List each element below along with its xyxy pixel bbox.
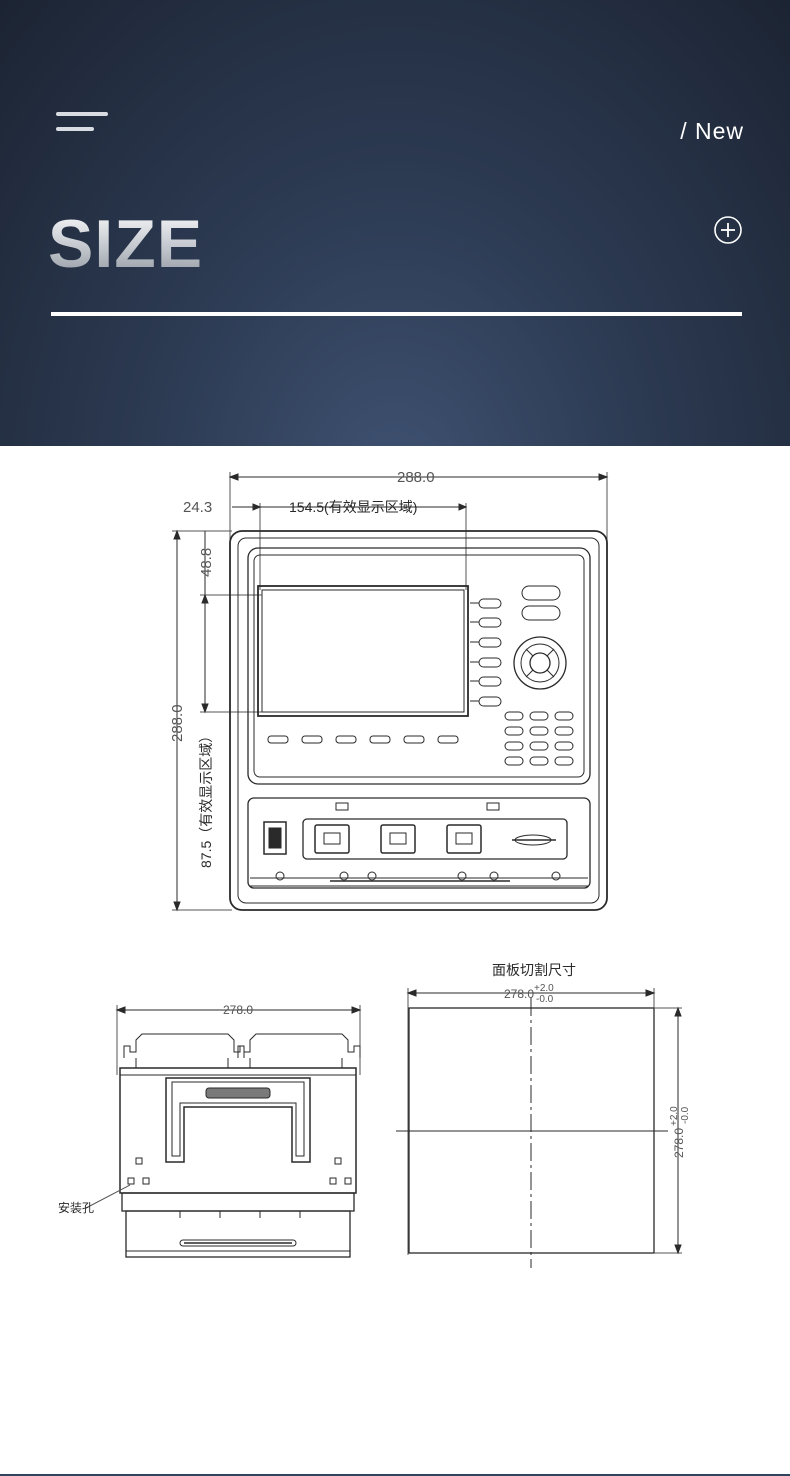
cutout-width-tol-plus: +2.0: [534, 983, 554, 994]
hamburger-menu-icon[interactable]: [56, 112, 110, 134]
cutout-title: 面板切割尺寸: [492, 962, 576, 978]
cutout-width-tol-minus: -0.0: [536, 994, 554, 1005]
cutout-height-label: 278.0: [672, 1128, 686, 1158]
cutout-height-tol-plus: +2.0: [669, 1106, 680, 1126]
page-title: SIZE: [48, 206, 204, 282]
front-overall-height-label: 288.0: [169, 704, 186, 742]
cutout-width-label: 278.0: [504, 987, 534, 1001]
front-view: [172, 472, 609, 912]
bottom-divider: [0, 1474, 790, 1476]
front-overall-width-label: 288.0: [397, 469, 435, 486]
side-width-label: 278.0: [223, 1003, 253, 1017]
mount-hole-label: 安装孔: [58, 1200, 94, 1215]
new-tag: / New: [680, 118, 744, 144]
dimension-drawing: 288.0 24.3 154.5(有效显示区域) 48.8 288.0 87.5…: [58, 469, 691, 1268]
front-left-offset-label: 24.3: [183, 499, 212, 516]
front-display-width-label: 154.5(有效显示区域): [289, 499, 417, 515]
front-top-offset-label: 48.8: [198, 548, 215, 577]
header-divider: [51, 312, 742, 316]
panel-cutout-view: [396, 988, 682, 1268]
size-header-banner: / New SIZE: [0, 0, 790, 446]
cutout-height-tol-minus: -0.0: [680, 1106, 691, 1124]
front-display-height-label: 87.5（有效显示区域）: [198, 729, 214, 868]
side-view: [85, 1005, 362, 1258]
plus-circle-icon[interactable]: [714, 216, 742, 244]
